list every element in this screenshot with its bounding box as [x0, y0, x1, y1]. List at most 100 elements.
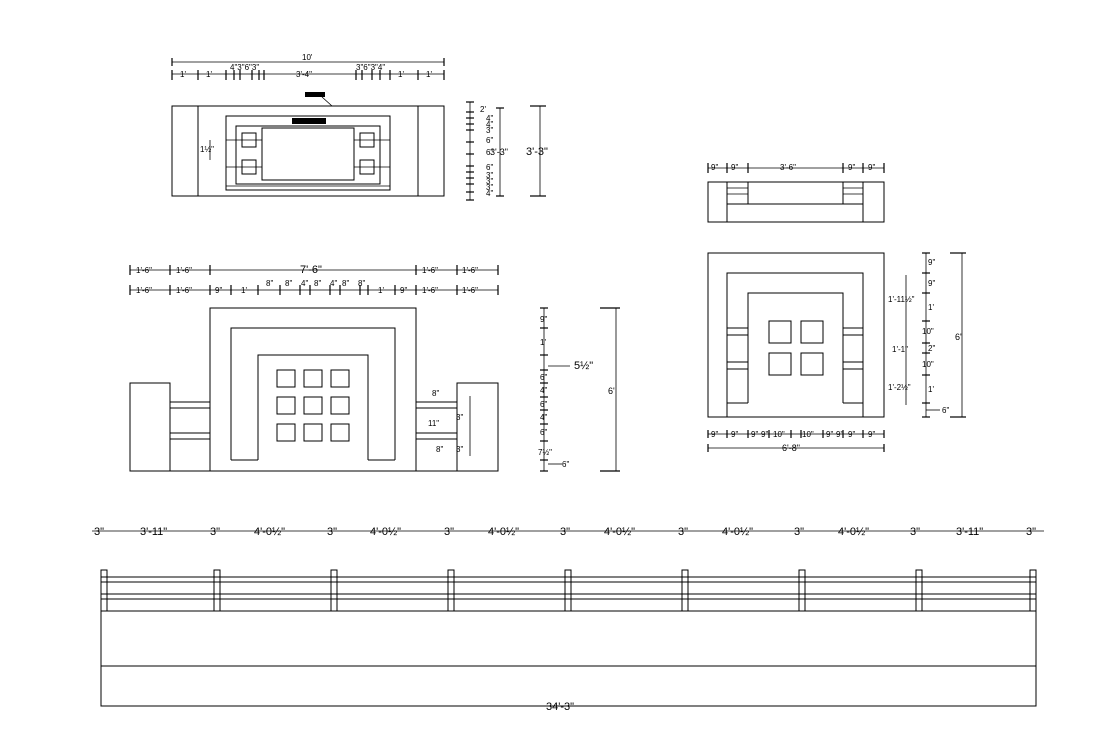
front-row1-dim-4: 1'-6"	[422, 266, 438, 275]
wall-span-17: 3"	[1026, 526, 1036, 538]
wall-span-9: 3"	[560, 526, 570, 538]
wall-span-2: 3'-11"	[140, 526, 167, 538]
wall-span-13: 3"	[794, 526, 804, 538]
wall-span-11: 3"	[678, 526, 688, 538]
front-row1-dim-5: 1'-6"	[462, 266, 478, 275]
wall-span-6: 4'-0½"	[370, 526, 401, 538]
top-side-dim-1: 2'	[480, 105, 486, 114]
back-bottom-dim-2: 9"	[731, 430, 738, 439]
front-bench-dim-5: 8"	[436, 445, 443, 454]
top-side-dim-4: 3"	[486, 126, 493, 135]
wall-span-10: 4'-0½"	[604, 526, 635, 538]
back-bottom-dim-1: 9"	[711, 430, 718, 439]
top-side-dim-2: 4"	[486, 114, 493, 123]
front-row1-dim-1: 1'-6"	[136, 266, 152, 275]
top-side-dim-9: 3"	[486, 177, 493, 186]
front-row2-dim-11: 8"	[358, 279, 365, 288]
front-row2-dim-10: 8"	[342, 279, 349, 288]
top-plan-dim-2: 1'	[206, 70, 212, 79]
front-elevation-view: 1'-6" 1'-6" 7'-6" 1'-6" 1'-6" 1'-6" 1'-6…	[129, 264, 620, 472]
front-row2-dim-2: 1'-6"	[176, 286, 192, 295]
front-row2-dim-5: 8"	[266, 279, 273, 288]
top-side-dim-6: 6"	[486, 148, 493, 157]
wall-span-3: 3"	[210, 526, 220, 538]
front-row2-dim-7: 4"	[301, 279, 308, 288]
wall-span-7: 3"	[444, 526, 454, 538]
back-bottom-dim-3: 9"	[751, 430, 758, 439]
side-top-dim-2: 9"	[731, 163, 738, 172]
front-row1-dim-3: 7'-6"	[300, 264, 322, 276]
top-plan-dim-6: 1'	[398, 70, 404, 79]
front-bottom-label: 6"	[562, 460, 569, 469]
back-bottom-dim-10: 9"	[868, 430, 875, 439]
back-bottom-dim-7: 9"	[826, 430, 833, 439]
top-plan-height-inner: 3'-3"	[490, 147, 508, 157]
top-plan-height-outer: 3'-3"	[526, 146, 548, 158]
back-left-label-3: 1'-2½"	[888, 383, 911, 392]
front-row2-dim-3: 9"	[215, 286, 222, 295]
back-right-dim-7: 1'	[928, 385, 934, 394]
front-row2-dim-8: 8"	[314, 279, 321, 288]
back-right-dim-1: 9"	[928, 258, 935, 267]
side-elevation-view: 9" 9" 3'-6" 9" 9"	[707, 163, 885, 223]
wall-span-8: 4'-0½"	[488, 526, 519, 538]
wall-span-5: 3"	[327, 526, 337, 538]
top-side-dim-7: 6"	[486, 163, 493, 172]
wall-span-16: 3'-11"	[956, 526, 983, 538]
top-side-dim-8: 3"	[486, 171, 493, 180]
top-plan-dim-1: 1'	[180, 70, 186, 79]
front-bench-dim-3: 3"	[456, 413, 463, 422]
back-right-dim-5: 2"	[928, 344, 935, 353]
front-total-height: 6'	[608, 386, 615, 396]
boundary-wall-elevation: 3" 3'-11" 3" 4'-0½" 3" 4'-0½" 3" 4'-0½" …	[92, 526, 1044, 713]
side-top-dim-1: 9"	[711, 163, 718, 172]
front-row2-dim-4: 1'	[241, 286, 247, 295]
back-right-dim-2: 9"	[928, 279, 935, 288]
front-side-dim-6: 4"	[540, 413, 547, 422]
top-plan-dim-3: 4"3"6"3"	[230, 63, 259, 72]
side-top-dim-5: 9"	[868, 163, 875, 172]
top-plan-dim-4: 3'-4"	[296, 70, 312, 79]
front-row2-dim-9: 4"	[330, 279, 337, 288]
front-bench-dim-1: 8"	[432, 389, 439, 398]
front-row2-dim-15: 1'-6"	[462, 286, 478, 295]
wall-span-4: 4'-0½"	[254, 526, 285, 538]
wall-total-length: 34'-3"	[546, 701, 574, 713]
back-bottom-dim-8: 9"	[836, 430, 843, 439]
back-bottom-dim-4: 9"	[761, 430, 768, 439]
top-plan-overall-dim: 10'	[302, 53, 313, 62]
top-side-dim-5: 6"	[486, 136, 493, 145]
front-mid-label: 5½"	[574, 360, 593, 372]
back-total-height: 6'	[955, 332, 962, 342]
wall-span-15: 3"	[910, 526, 920, 538]
front-row2-dim-13: 9"	[400, 286, 407, 295]
front-row2-dim-14: 1'-6"	[422, 286, 438, 295]
back-bottom-dim-9: 9"	[848, 430, 855, 439]
side-top-dim-4: 9"	[848, 163, 855, 172]
front-bench-dim-2: 11"	[428, 419, 439, 428]
wall-span-14: 4'-0½"	[838, 526, 869, 538]
top-side-dim-11: 4"	[486, 189, 493, 198]
front-row2-dim-6: 8"	[285, 279, 292, 288]
back-bottom-dim-5: 10"	[773, 430, 785, 439]
front-side-dim-5: 6"	[540, 400, 547, 409]
front-row2-dim-1: 1'-6"	[136, 286, 152, 295]
top-side-dim-10: 3"	[486, 183, 493, 192]
front-row1-dim-2: 1'-6"	[176, 266, 192, 275]
front-side-dim-8: 7½"	[538, 448, 552, 457]
front-row2-dim-12: 1'	[378, 286, 384, 295]
front-bench-dim-4: 3"	[456, 445, 463, 454]
back-right-dim-6: 10"	[922, 360, 934, 369]
wall-span-12: 4'-0½"	[722, 526, 753, 538]
top-plan-view: 10' 1' 1' 4"3"6"3" 3'-4" 3"6"3"4" 1' 1'	[171, 53, 548, 201]
back-left-label-1: 1'-11½"	[888, 295, 915, 304]
front-side-dim-3: 6"	[540, 373, 547, 382]
top-side-dim-3: 4"	[486, 120, 493, 129]
back-left-label-2: 1'-1"	[892, 345, 908, 354]
back-right-dim-3: 1'	[928, 303, 934, 312]
front-side-dim-1: 9"	[540, 315, 547, 324]
back-right-dim-4: 10"	[922, 327, 934, 336]
wall-span-1: 3"	[94, 526, 104, 538]
back-elevation-view: 1'-11½" 1'-1" 1'-2½" 9" 9" 1' 10" 2" 10"…	[707, 252, 966, 453]
